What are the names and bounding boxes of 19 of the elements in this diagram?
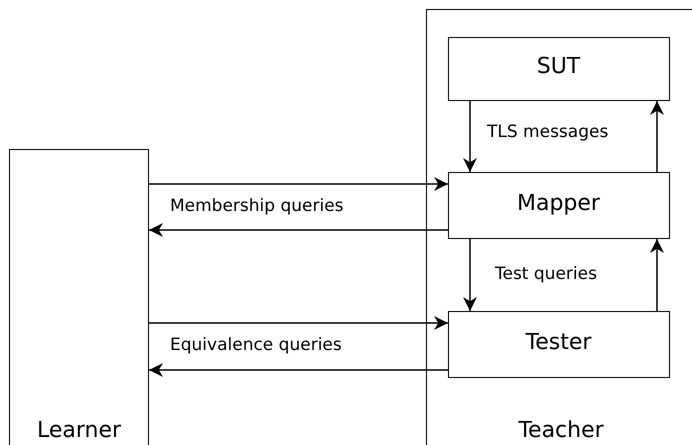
- arrow: [149, 363, 448, 377]
- node-label: Learner: [36, 418, 122, 443]
- arrow: [463, 101, 477, 172]
- arrow: [650, 101, 664, 172]
- node-label: Tester: [526, 330, 592, 354]
- sut-box: [448, 36, 670, 100]
- tester-box: [448, 310, 670, 378]
- edge-label: Test queries: [493, 264, 599, 284]
- mapper-box: [448, 172, 670, 238]
- edge-label: TLS messages: [485, 122, 610, 142]
- arrow: [149, 316, 448, 330]
- arrow: [650, 239, 664, 311]
- learner-box: [9, 149, 149, 445]
- arrow: [149, 223, 448, 237]
- arrow: [463, 239, 477, 311]
- node-label: Mapper: [517, 190, 600, 216]
- node-label: Teacher: [518, 418, 604, 443]
- arrow: [149, 177, 448, 191]
- node-label: SUT: [536, 54, 580, 79]
